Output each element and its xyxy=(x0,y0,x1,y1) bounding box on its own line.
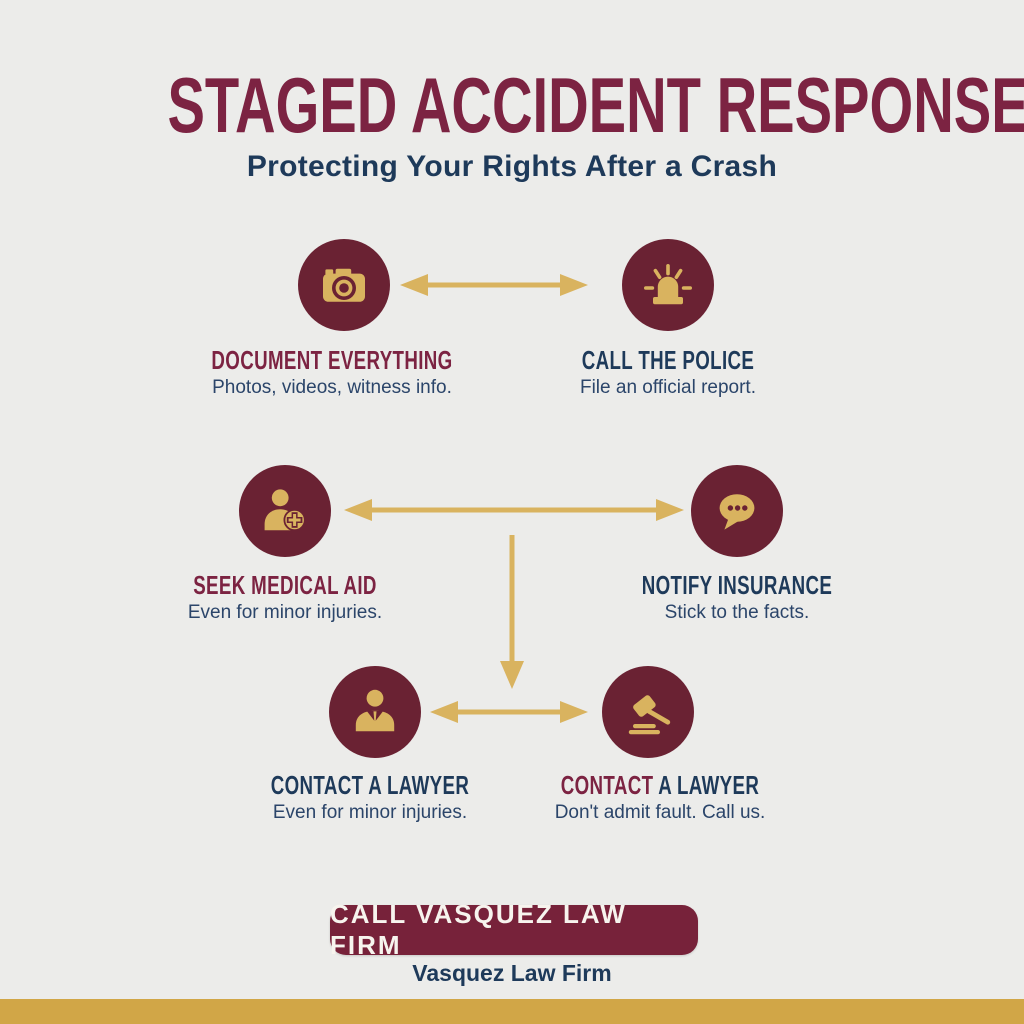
arrow-lawyer-gavel xyxy=(430,701,588,723)
step-gavel-circle xyxy=(602,666,694,758)
call-vasquez-law-firm-button-label: CALL VASQUEZ LAW FIRM xyxy=(330,899,627,960)
page-title: STAGED ACCIDENT RESPONSE xyxy=(0,66,1024,144)
firm-name-label: Vasquez Law Firm xyxy=(412,960,612,986)
step-title-contact-a-lawyer-left: CONTACT A LAWYER xyxy=(270,770,470,800)
step-title-contact-a-lawyer-right: CONTACT A LAWYER xyxy=(516,770,804,801)
step-document-circle xyxy=(298,239,390,331)
step-title-seek-medical-aid: SEEK MEDICAL AID xyxy=(193,570,377,600)
step-subtitle-call-the-police: File an official report. xyxy=(579,377,756,398)
step-title-call-the-police: CALL THE POLICE xyxy=(581,345,755,375)
step-title-document-everything: DOCUMENT EVERYTHING xyxy=(211,345,453,375)
arrow-document-police xyxy=(400,274,588,296)
gavel-icon xyxy=(628,695,671,735)
siren-icon xyxy=(644,264,692,305)
step-subtitle-contact-a-lawyer-right: Don't admit fault. Call us. xyxy=(554,802,766,823)
page-subtitle: Protecting Your Rights After a Crash xyxy=(246,150,778,183)
step-title-notify-insurance: NOTIFY INSURANCE xyxy=(641,570,833,600)
step-subtitle-contact-a-lawyer-left: Even for minor injuries. xyxy=(272,802,468,823)
step-title-part-a-lawyer: A LAWYER xyxy=(653,770,760,800)
step-medical-circle xyxy=(239,465,331,557)
step-insurance-circle xyxy=(691,465,783,557)
step-police-circle xyxy=(622,239,714,331)
medical-person-icon xyxy=(264,489,306,532)
step-title-part-contact: CONTACT xyxy=(560,770,654,800)
step-subtitle-notify-insurance: Stick to the facts. xyxy=(664,602,810,623)
arrow-medical-insurance xyxy=(344,499,684,521)
step-subtitle-document-everything: Photos, videos, witness info. xyxy=(212,377,452,398)
call-vasquez-law-firm-button[interactable]: CALL VASQUEZ LAW FIRM xyxy=(330,899,698,960)
page-title-text: STAGED ACCIDENT RESPONSE xyxy=(167,61,1024,149)
businessman-icon xyxy=(355,689,395,732)
speech-bubble-icon xyxy=(719,494,755,530)
step-subtitle-seek-medical-aid: Even for minor injuries. xyxy=(187,602,383,623)
step-lawyer-circle xyxy=(329,666,421,758)
arrow-down-to-lawyers xyxy=(500,535,524,689)
camera-icon xyxy=(323,268,365,302)
bottom-gold-bar xyxy=(0,999,1024,1024)
